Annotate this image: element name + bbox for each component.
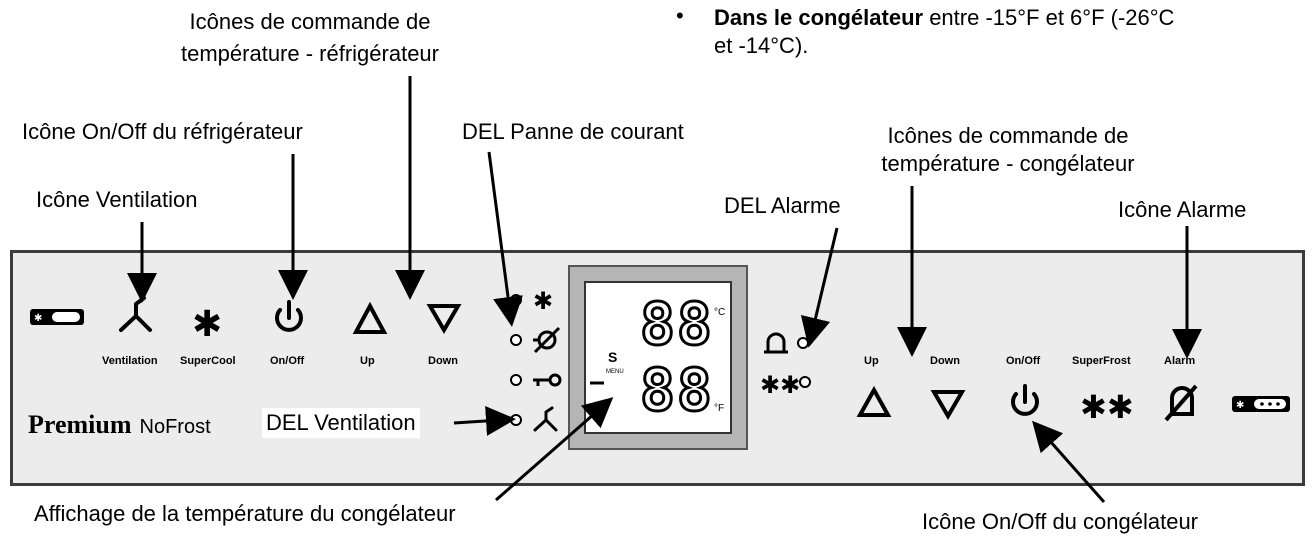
digits-bottom: 88: [639, 356, 714, 424]
label-fridge-temp-controls-2: température - réfrigérateur: [181, 41, 439, 66]
fridge-up-button-icon[interactable]: [352, 301, 388, 334]
freezer-down-button-icon[interactable]: [930, 390, 966, 420]
btn-label-freezer-onoff: On/Off: [1006, 355, 1041, 367]
alarm-led-bell-icon: [764, 332, 788, 354]
alarm-led: [797, 337, 809, 349]
label-alarm-led: DEL Alarme: [724, 193, 841, 218]
superfrost-button-icon[interactable]: ✱✱: [1080, 388, 1134, 426]
btn-label-freezer-up: Up: [864, 355, 879, 367]
unit-celsius: °C: [714, 307, 726, 318]
btn-label-fridge-onoff: On/Off: [270, 355, 305, 367]
key-led-icon: [533, 373, 562, 387]
supercool-button-icon[interactable]: ✱: [192, 304, 222, 345]
btn-label-supercool: SuperCool: [180, 355, 236, 367]
btn-label-ventilation: Ventilation: [102, 355, 158, 367]
ventilation-button-icon[interactable]: [119, 296, 152, 332]
note-line-1: Dans le congélateur entre -15°F et 6°F (…: [714, 4, 1174, 32]
left-led-column: [510, 294, 522, 426]
btn-label-fridge-up: Up: [360, 355, 375, 367]
menu-mark: MENU: [606, 369, 624, 375]
svg-text:✱: ✱: [1236, 400, 1244, 411]
ventilation-led-icon: [533, 406, 558, 432]
btn-label-freezer-down: Down: [930, 355, 960, 367]
digits-top: 88: [639, 290, 714, 358]
label-alarm-icon: Icône Alarme: [1118, 197, 1247, 222]
label-fridge-temp-controls-1: Icônes de commande de: [189, 9, 431, 34]
freezer-power-button-icon[interactable]: [1011, 384, 1039, 416]
label-fridge-onoff: Icône On/Off du réfrigérateur: [22, 119, 303, 144]
label-freezer-temp-controls-2: température - congélateur: [881, 151, 1135, 176]
label-ventilation-led: DEL Ventilation: [262, 408, 420, 438]
freezer-indicator-icon: ✱: [1232, 396, 1290, 412]
callout-arrows: [127, 76, 1202, 503]
btn-label-fridge-down: Down: [428, 355, 458, 367]
note-line-2: et -14°C).: [714, 33, 809, 58]
btn-label-superfrost: SuperFrost: [1072, 355, 1131, 367]
fridge-down-button-icon[interactable]: [426, 304, 462, 334]
brand-nofrost: NoFrost: [139, 416, 211, 438]
brand-logo: Premium NoFrost: [28, 410, 211, 440]
label-ventilation-icon: Icône Ventilation: [36, 187, 198, 212]
brand-premium: Premium: [28, 410, 132, 439]
s-mark: S: [608, 349, 618, 365]
svg-text:✱: ✱: [34, 313, 42, 324]
note-bullet: •: [676, 3, 684, 28]
supercool-led-icon: ✱: [533, 287, 553, 315]
superfrost-led-icon: ✱✱: [760, 371, 800, 399]
label-power-failure-led: DEL Panne de courant: [462, 119, 684, 144]
alarm-button-icon[interactable]: [1164, 384, 1198, 422]
label-freezer-onoff: Icône On/Off du congélateur: [922, 509, 1198, 534]
note-rest: entre -15°F et 6°F (-26°C: [923, 5, 1175, 30]
unit-fahrenheit: °F: [714, 403, 725, 414]
power-failure-led-icon: [533, 326, 561, 354]
label-freezer-display: Affichage de la température du congélate…: [34, 501, 456, 526]
superfrost-led: [799, 376, 811, 388]
label-freezer-temp-controls-1: Icônes de commande de: [887, 123, 1129, 148]
note-bold: Dans le congélateur: [714, 5, 924, 30]
freezer-up-button-icon[interactable]: [856, 385, 892, 417]
fridge-power-button-icon[interactable]: [275, 300, 303, 332]
fridge-indicator-icon: ✱: [30, 309, 84, 325]
